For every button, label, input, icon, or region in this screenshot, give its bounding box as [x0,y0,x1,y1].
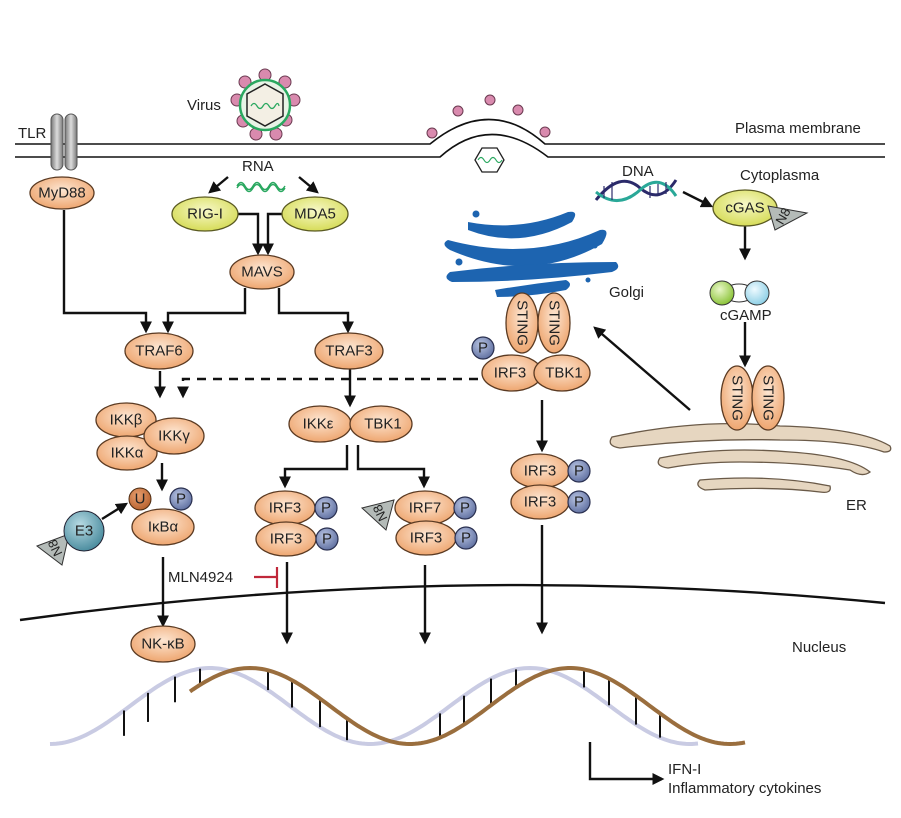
node-e3-ligase: N8 E3 [35,510,105,566]
connectors [62,176,751,645]
svg-text:RIG-I: RIG-I [187,206,223,223]
svg-text:P: P [460,500,470,517]
node-irf7-irf3: N8 IRF7 P IRF3 P [360,490,478,556]
inhibition-bar-icon [254,567,279,588]
node-cgas: cGAS N8 [712,189,809,231]
node-ikke-tbk1: IKKε TBK1 [288,405,413,443]
node-mavs: MAVS [229,254,295,290]
svg-text:P: P [321,500,331,517]
svg-text:IκBα: IκBα [148,519,179,536]
dna-label: DNA [622,163,654,180]
svg-text:STING: STING [514,300,531,346]
svg-text:E3: E3 [75,523,93,540]
output-cytokines-label: Inflammatory cytokines [668,780,821,797]
svg-text:N8: N8 [370,502,391,523]
cgamp-icon [709,280,770,306]
svg-text:N8: N8 [772,205,793,227]
node-sting-dimer-golgi: STING STING [505,292,571,354]
endocytosed-virus-icon [426,94,551,173]
cytosolic-dna-icon [594,179,678,202]
dna-strand-brown [188,665,746,747]
node-mda5: MDA5 [281,196,349,232]
er-label: ER [846,497,867,514]
svg-text:MAVS: MAVS [241,264,282,281]
svg-text:IKKα: IKKα [111,445,144,462]
nuclear-membrane [19,583,886,622]
svg-text:N8: N8 [45,537,66,558]
cytoplasma-label: Cytoplasma [740,167,820,184]
output-ifn-label: IFN-I [668,761,701,778]
svg-text:IRF3: IRF3 [410,530,443,547]
svg-text:IRF3: IRF3 [524,494,557,511]
svg-text:MyD88: MyD88 [38,185,86,202]
golgi-label: Golgi [609,284,644,301]
plasma-membrane-label: Plasma membrane [735,120,861,137]
node-irf3-tbk1-golgi: P IRF3 TBK1 [471,336,591,392]
svg-text:IRF3: IRF3 [494,365,527,382]
svg-text:P: P [176,491,186,508]
node-nfkb: NK-κB [130,625,196,663]
node-sting-dimer-er: STING STING [720,365,785,431]
svg-text:cGAS: cGAS [725,200,764,217]
rna-strand-icon [236,181,286,193]
node-rig-i: RIG-I [171,196,239,232]
svg-text:IRF3: IRF3 [524,463,557,480]
node-ikba: U P IκBα [128,487,195,546]
svg-text:P: P [322,531,332,548]
node-myd88: MyD88 [29,176,95,210]
svg-text:U: U [135,491,146,508]
nucleus-label: Nucleus [792,639,846,656]
cgamp-label: cGAMP [720,307,772,324]
node-irf3-dimer-center: IRF3 P IRF3 P [510,453,591,520]
dna-strand-lavender [49,665,699,746]
svg-text:MDA5: MDA5 [294,206,336,223]
golgi-apparatus-icon [444,210,619,297]
virus-label: Virus [187,97,221,114]
svg-text:TRAF6: TRAF6 [135,343,183,360]
svg-text:IRF3: IRF3 [270,531,303,548]
svg-text:TBK1: TBK1 [545,365,583,382]
node-irf3-dimer: IRF3 P IRF3 P [254,490,339,557]
svg-text:TBK1: TBK1 [364,416,402,433]
virus-icon [230,68,301,141]
svg-text:NK-κB: NK-κB [141,636,184,653]
tlr-receptor-icon [50,113,78,171]
svg-text:STING: STING [760,375,777,421]
svg-text:STING: STING [546,300,563,346]
svg-text:P: P [574,494,584,511]
svg-text:IRF3: IRF3 [269,500,302,517]
tlr-label: TLR [18,125,47,142]
node-traf6: TRAF6 [124,332,194,370]
svg-text:IKKε: IKKε [303,416,334,433]
endoplasmic-reticulum-icon [609,422,892,494]
svg-text:STING: STING [729,375,746,421]
dna-helix [49,665,746,747]
svg-text:IRF7: IRF7 [409,500,442,517]
transcription-arrow-icon [588,742,665,785]
svg-text:P: P [461,530,471,547]
node-traf3: TRAF3 [314,332,384,370]
node-ikk-complex: IKKβ IKKα IKKγ [95,402,205,471]
svg-text:P: P [574,463,584,480]
svg-text:IKKγ: IKKγ [158,428,190,445]
svg-text:IKKβ: IKKβ [110,412,143,429]
plasma-membrane [15,118,885,158]
mln4924-label: MLN4924 [168,569,233,586]
svg-text:P: P [478,340,488,357]
rna-label: RNA [242,158,274,175]
svg-text:TRAF3: TRAF3 [325,343,373,360]
